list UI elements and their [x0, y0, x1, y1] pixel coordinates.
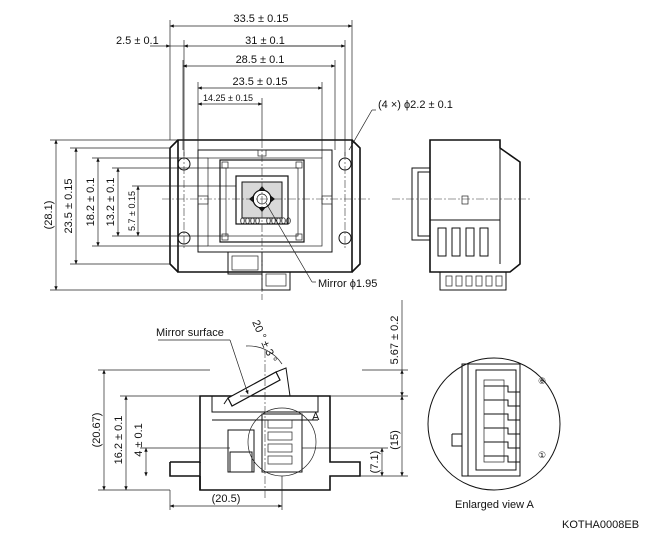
dim-31: 31 ± 0.1 — [245, 35, 285, 47]
dim-h-23-5: 23.5 ± 0.15 — [63, 179, 75, 234]
pin-last-marker: ⑥ — [538, 376, 546, 386]
dim-angle: 20 ° ± 3 ° — [249, 318, 278, 364]
dim-15: (15) — [389, 430, 401, 450]
top-view-connector — [227, 251, 263, 275]
chip-marking-left: 0000 — [240, 216, 260, 226]
dim-28-5: 28.5 ± 0.1 — [236, 54, 285, 66]
chip-marking-right: 00000 — [266, 216, 291, 226]
dim-7-1: (7.1) — [369, 451, 381, 474]
dim-18-2: 18.2 ± 0.1 — [85, 178, 97, 227]
side-view — [392, 139, 530, 291]
side-view-connector — [439, 271, 507, 291]
pin-first-marker: ① — [538, 450, 546, 460]
dim-mirror-dia: Mirror ϕ1.95 — [318, 278, 377, 290]
enlarged-view-a: ⑥ ① Enlarged view A — [427, 357, 561, 511]
dim-33-5: 33.5 ± 0.15 — [234, 13, 289, 25]
dim-2-5: 2.5 ± 0.1 — [116, 35, 159, 47]
dim-20-67: (20.67) — [91, 413, 103, 448]
dim-20-5: (20.5) — [212, 493, 241, 505]
top-view-height-dims: (28.1) 23.5 ± 0.15 18.2 ± 0.1 13.2 ± 0.1… — [43, 139, 377, 291]
dim-4: 4 ± 0.1 — [133, 423, 145, 457]
mirror-plate — [227, 371, 281, 407]
detail-circle-a — [247, 407, 317, 477]
dim-13-2: 13.2 ± 0.1 — [105, 178, 117, 227]
dim-23-5: 23.5 ± 0.15 — [233, 76, 288, 88]
dim-5-7: 5.7 ± 0.15 — [127, 191, 137, 231]
top-view-width-dims: 33.5 ± 0.15 2.5 ± 0.1 31 ± 0.1 28.5 ± 0.… — [116, 13, 453, 158]
enlarged-view-title: Enlarged view A — [455, 499, 535, 511]
front-view-dims: (20.67) 16.2 ± 0.1 4 ± 0.1 5.67 ± 0.2 (1… — [91, 300, 408, 510]
dim-holes: (4 ×) ϕ2.2 ± 0.1 — [378, 99, 453, 111]
top-view: 0000 00000 — [162, 139, 372, 300]
detail-label-a: A — [312, 411, 320, 423]
drawing-code: KOTHA0008EB — [562, 519, 639, 531]
dim-5-67: 5.67 ± 0.2 — [389, 316, 401, 365]
dim-14-25: 14.25 ± 0.15 — [203, 93, 253, 103]
label-mirror-surface: Mirror surface — [156, 327, 224, 339]
front-view: A — [169, 350, 361, 500]
dim-28-1: (28.1) — [43, 201, 55, 230]
front-view-connector — [261, 413, 303, 473]
dim-16-2: 16.2 ± 0.1 — [113, 416, 125, 465]
